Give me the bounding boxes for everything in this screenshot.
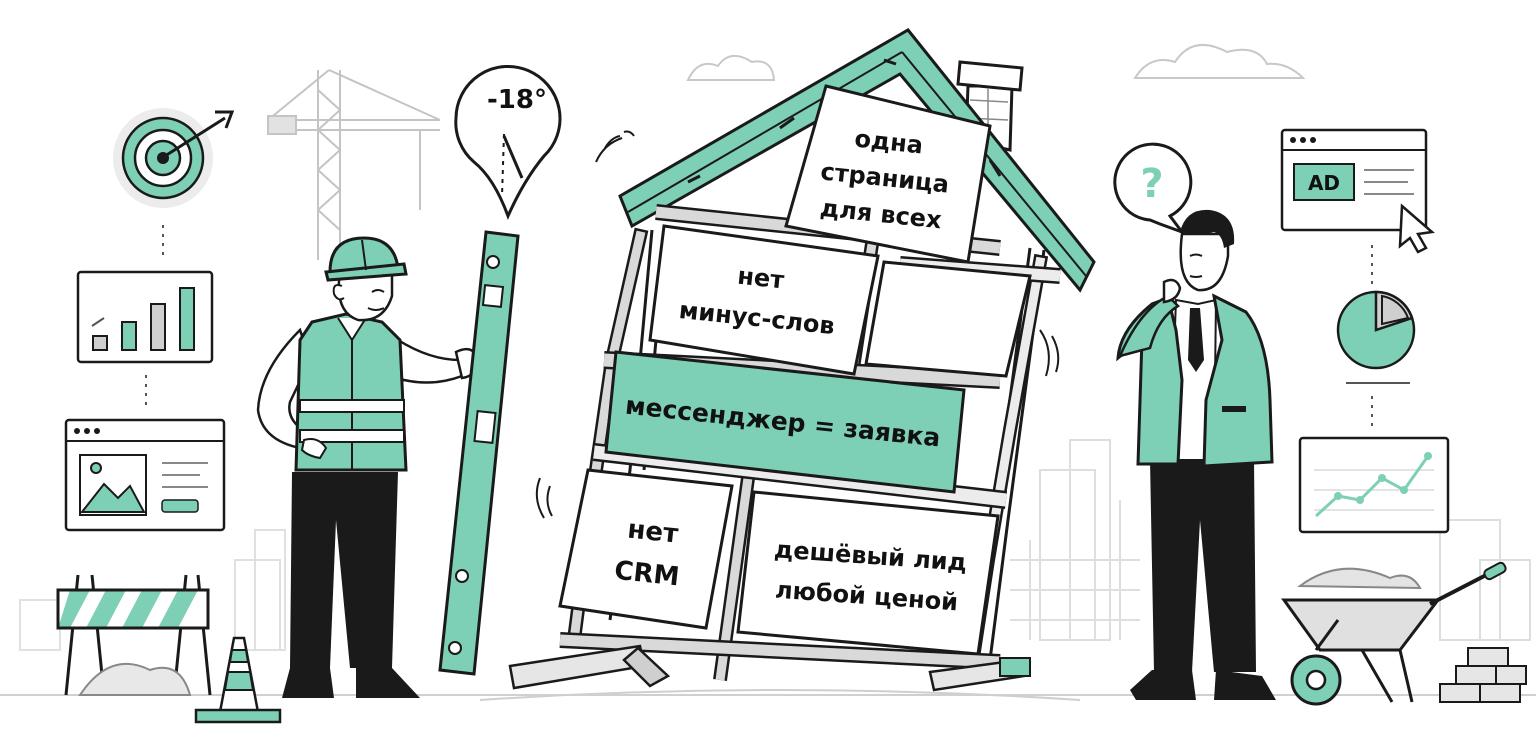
blank-wall-panel	[864, 260, 1032, 378]
rubble-planks	[508, 644, 1031, 692]
level-angle-readout: -18°	[487, 85, 547, 115]
cloud-left	[686, 55, 776, 81]
construction-worker	[256, 236, 480, 698]
sign-no-negative-keywords: нет минус-слов	[648, 224, 880, 376]
line-growth-card	[1298, 436, 1450, 534]
cloud-right	[1133, 44, 1306, 79]
wheelbarrow	[1281, 561, 1507, 706]
construction-crane	[267, 69, 441, 260]
spirit-level-tool	[438, 230, 520, 676]
brick-stack	[1439, 647, 1527, 703]
sign-no-crm: нет CRM	[558, 468, 734, 630]
sign-no-crm-line1: нет	[626, 514, 680, 549]
pie-chart-icon	[1336, 290, 1416, 370]
ground-shadow	[479, 689, 1081, 701]
question-mark-text: ?	[1140, 161, 1163, 207]
wobble-marks-left	[535, 477, 553, 519]
bar-growth-card	[76, 270, 214, 364]
website-mockup-card	[64, 418, 226, 532]
sign-one-page: одна страница для всех	[784, 84, 992, 264]
road-barrier	[56, 574, 212, 696]
traffic-cone	[194, 636, 282, 724]
mouse-cursor-icon	[1398, 203, 1435, 254]
wobble-marks-top	[595, 130, 635, 163]
sign-messenger-equals-lead: мессенджер = заявка	[604, 350, 966, 494]
target-goal-icon	[113, 108, 235, 208]
sign-no-negative-keywords-line1: нет	[736, 262, 786, 295]
ad-label-text: AD	[1308, 171, 1340, 195]
level-gauge-bubble: -18°	[454, 64, 562, 220]
ad-banner-card: AD	[1280, 128, 1428, 232]
question-bubble: ?	[1113, 142, 1193, 236]
city-silhouette-right	[1010, 439, 1531, 641]
wobble-marks-right	[1039, 329, 1060, 377]
crooked-house: одна страница для всех нет минус-слов ме…	[508, 28, 1096, 692]
sign-cheap-lead: дешёвый лид любой ценой	[736, 490, 1000, 656]
sign-no-crm-line2: CRM	[613, 556, 681, 593]
businessman	[1116, 209, 1276, 700]
